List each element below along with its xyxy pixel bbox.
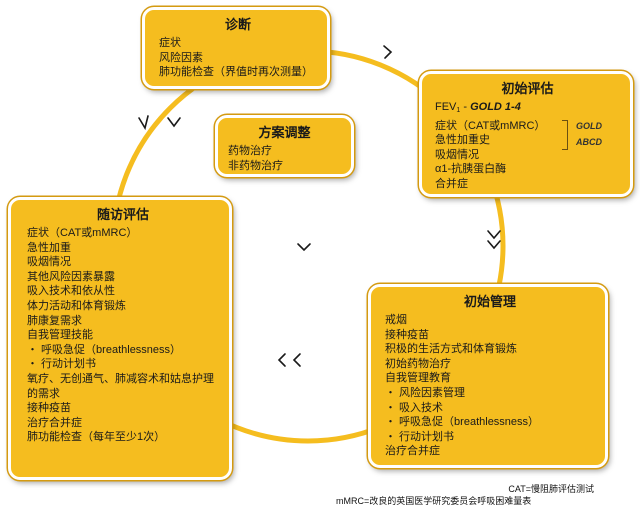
gold-bracket <box>562 120 568 150</box>
initial-management-item: ・ 吸入技术 <box>385 401 444 414</box>
initial-management-title: 初始管理 <box>463 294 516 309</box>
initial-assessment-item: 合并症 <box>435 177 468 190</box>
follow-up-item: 吸入技术和依从性 <box>27 285 115 298</box>
initial-management-box: 初始管理 戒烟 接种疫苗 积极的生活方式和体育锻炼 初始药物治疗 自我管理教育 … <box>368 284 608 468</box>
initial-management-item: 治疗合并症 <box>385 445 440 458</box>
follow-up-item: ・ 呼吸急促（breathlessness） <box>27 343 182 356</box>
follow-up-item: 体力活动和体育锻炼 <box>27 299 126 312</box>
follow-up-item: 治疗合并症 <box>27 416 82 429</box>
initial-assessment-item: 急性加重史 <box>435 134 490 147</box>
follow-up-item: ・ 行动计划书 <box>27 358 97 371</box>
follow-up-item: 接种疫苗 <box>27 402 71 415</box>
follow-up-item: 自我管理技能 <box>27 329 93 342</box>
diagnosis-title: 诊断 <box>224 17 251 32</box>
abcd-note: ABCD <box>576 137 602 147</box>
plan-adjustment-item: 药物治疗 <box>228 145 272 157</box>
plan-adjustment-title: 方案调整 <box>258 125 311 140</box>
footnote-mmrc: mMRC=改良的英国医学研究委员会呼吸困难量表 <box>336 496 532 506</box>
follow-up-box: 随访评估 症状（CAT或mMRC） 急性加重 吸烟情况 其他风险因素暴露 吸入技… <box>8 197 232 480</box>
footnote-cat: CAT=慢阻肺评估测试 <box>508 484 594 494</box>
follow-up-title: 随访评估 <box>96 207 149 222</box>
flow-arrow-diagnosis-to-assessment <box>383 45 393 59</box>
initial-management-item: 初始药物治疗 <box>385 357 451 370</box>
follow-up-item: 吸烟情况 <box>27 256 71 269</box>
flow-arrow-management-to-followup-2 <box>277 353 286 367</box>
initial-management-item: 积极的生活方式和体育锻炼 <box>385 343 517 356</box>
fev-separator: - <box>460 101 471 113</box>
fev-subscript: 1 <box>456 107 461 114</box>
plan-adjustment-box: 方案调整 药物治疗 非药物治疗 <box>215 115 354 177</box>
initial-assessment-title: 初始评估 <box>501 81 554 96</box>
flow-arrow-management-to-followup-1 <box>292 353 301 367</box>
flow-arrow-followup-to-plan <box>138 115 149 131</box>
initial-management-item: ・ 风险因素管理 <box>385 386 466 399</box>
initial-management-item: 自我管理教育 <box>385 372 451 385</box>
flow-arrow-assessment-to-management-1 <box>487 230 501 240</box>
fev-line: FEV1 - GOLD 1-4 <box>435 100 620 119</box>
diagnosis-item: 肺功能检查（界值时再次测量） <box>159 66 313 79</box>
fev-prefix: FEV <box>435 101 457 113</box>
initial-management-item: ・ 呼吸急促（breathlessness） <box>385 416 540 429</box>
initial-management-item: 接种疫苗 <box>385 328 429 341</box>
flow-arrow-plan-to-assessment <box>167 117 181 128</box>
flow-arrow-assessment-to-management-2 <box>487 240 501 250</box>
initial-assessment-box: 初始评估 FEV1 - GOLD 1-4 症状（CAT或mMRC） 急性加重史 … <box>419 71 633 197</box>
follow-up-item: 其他风险因素暴露 <box>27 270 115 283</box>
plan-adjustment-item: 非药物治疗 <box>228 159 283 172</box>
flow-arrow-inner-2 <box>297 243 311 252</box>
diagnosis-item: 风险因素 <box>159 51 203 64</box>
initial-management-item: ・ 行动计划书 <box>385 430 455 443</box>
follow-up-item: 氧疗、无创通气、肺减容术和姑息护理的需求 <box>27 372 214 400</box>
follow-up-item: 肺功能检查（每年至少1次） <box>27 431 166 444</box>
initial-assessment-item: 吸烟情况 <box>435 148 479 161</box>
follow-up-item: 症状（CAT或mMRC） <box>27 227 138 239</box>
initial-assessment-item: α1-抗胰蛋白酶 <box>435 163 507 176</box>
diagnosis-box: 诊断 症状 风险因素 肺功能检查（界值时再次测量） <box>142 7 330 89</box>
follow-up-item: 急性加重 <box>27 241 71 254</box>
diagnosis-item: 症状 <box>159 37 181 49</box>
initial-assessment-item: 症状（CAT或mMRC） <box>435 119 546 132</box>
initial-management-item: 戒烟 <box>385 314 407 326</box>
fev-gold-grade: GOLD 1-4 <box>470 101 521 113</box>
follow-up-item: 肺康复需求 <box>27 314 82 327</box>
gold-note: GOLD <box>576 121 602 131</box>
